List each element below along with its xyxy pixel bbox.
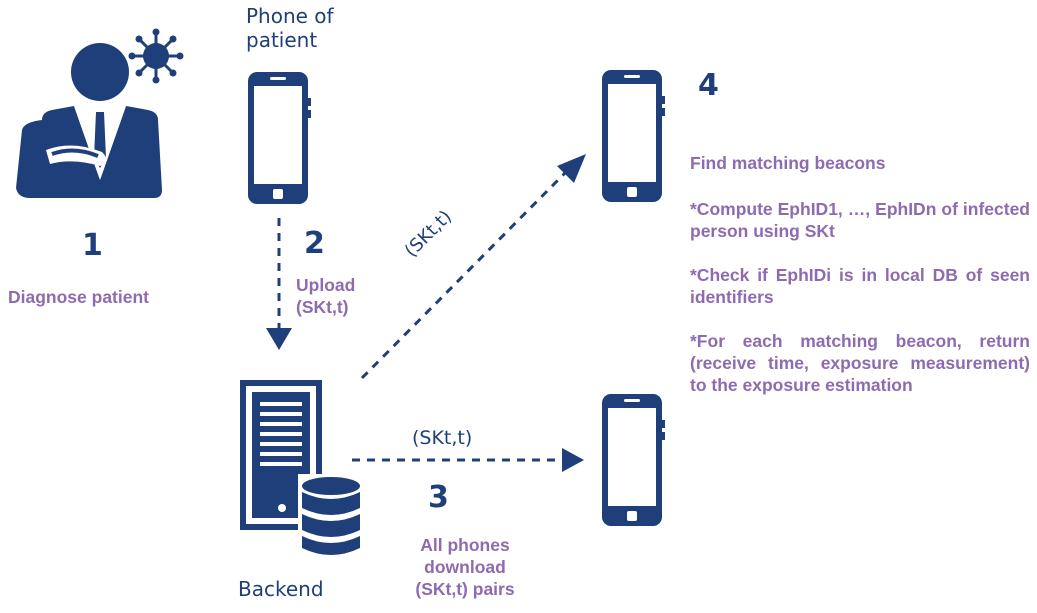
- step-2-number: 2: [304, 226, 325, 261]
- step-1-label: Diagnose patient: [8, 287, 149, 307]
- phone-icon: [602, 70, 665, 202]
- step-1-number: 1: [82, 228, 103, 263]
- horizontal-arrow-label: (SKt,t): [412, 427, 473, 449]
- phone-icon: [602, 394, 665, 526]
- step-2-label: Upload (SKt,t): [296, 275, 356, 317]
- horizontal-arrowhead: [562, 448, 584, 472]
- step-4-details: Find matching beacons *Compute EphID1, ……: [690, 152, 1030, 418]
- diagonal-arrowhead: [557, 154, 586, 183]
- step-4-detail-return: *For each matching beacon, return (recei…: [690, 331, 1030, 395]
- upload-arrowhead: [266, 328, 292, 350]
- step-4-detail-check: *Check if EphIDi is in local DB of seen …: [690, 265, 1030, 307]
- step-4-number: 4: [698, 68, 719, 103]
- doctor-icon: [16, 43, 162, 198]
- database-icon: [298, 474, 364, 560]
- phone-icon: [248, 72, 311, 204]
- step-3-label: All phones download (SKt,t) pairs: [415, 535, 515, 599]
- phone-of-patient-label: Phone of patient: [246, 4, 334, 52]
- step-4-detail-compute: *Compute EphID1, …, EphIDn of infected p…: [690, 199, 1030, 241]
- virus-icon: [128, 28, 184, 84]
- step-3-number: 3: [428, 480, 449, 515]
- backend-label: Backend: [238, 577, 324, 601]
- step-4-label: Find matching beacons: [690, 153, 886, 173]
- diagonal-arrow-line: [360, 170, 568, 380]
